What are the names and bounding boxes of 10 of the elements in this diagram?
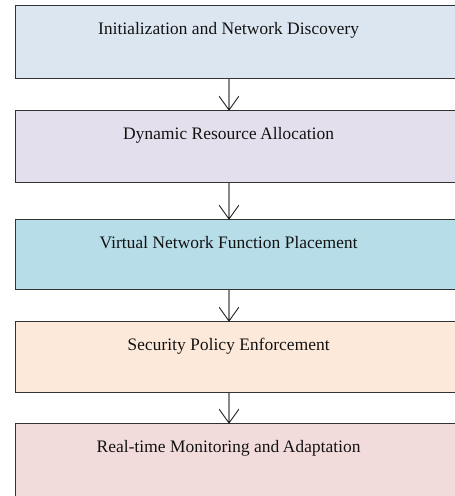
step-label: Virtual Network Function Placement — [98, 232, 358, 253]
step-label: Initialization and Network Discovery — [97, 18, 360, 39]
process-box — [15, 219, 455, 290]
process-box — [15, 110, 455, 183]
process-box — [15, 5, 455, 79]
step-label: Security Policy Enforcement — [126, 334, 331, 355]
process-box — [15, 321, 455, 393]
process-box — [15, 423, 455, 496]
step-label: Dynamic Resource Allocation — [122, 123, 335, 144]
step-label: Real-time Monitoring and Adaptation — [96, 436, 362, 457]
